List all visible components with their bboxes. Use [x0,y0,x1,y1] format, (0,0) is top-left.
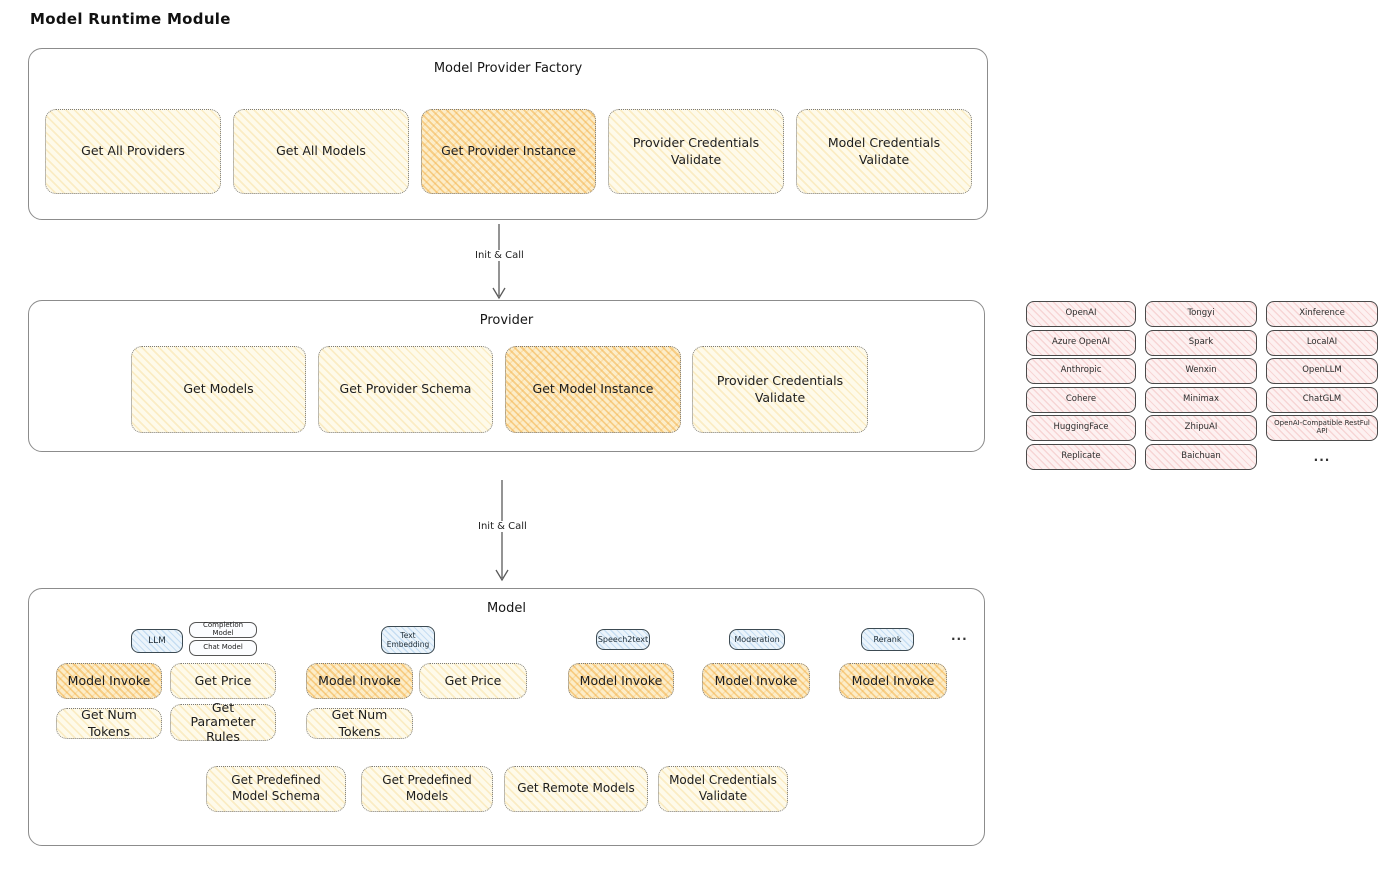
factory-frame: Model Provider Factory Get All Providers… [28,44,991,223]
provider-chip-openai-compatible: OpenAI-Compatible RestFul API [1266,415,1378,441]
provider-chip-wenxin: Wenxin [1145,358,1257,384]
provider-chip-spark: Spark [1145,329,1257,356]
node-get-remote-models: Get Remote Models [504,766,648,812]
model-frame: Model LLM Completion Model Chat Model Te… [20,588,993,861]
provider-chip-baichuan: Baichuan [1145,443,1257,470]
provider-chip-chatglm: ChatGLM [1266,386,1378,413]
provider-chip-azure-openai: Azure OpenAI [1026,329,1136,356]
provider-chip-huggingface: HuggingFace [1026,415,1136,441]
node-get-model-instance: Get Model Instance [505,346,681,433]
node-moderation-model-invoke: Model Invoke [702,663,810,699]
arrow-label-init-call-2: Init & Call [474,521,531,532]
node-get-provider-instance: Get Provider Instance [421,109,596,194]
node-get-all-models: Get All Models [233,109,409,194]
provider-chip-zhipuai: ZhipuAI [1145,415,1257,441]
node-provider-credentials-validate: Provider Credentials Validate [608,109,784,194]
provider-grid-ellipsis: ... [1313,449,1331,464]
node-get-predefined-models: Get Predefined Models [361,766,493,812]
arrow-factory-to-provider [492,224,506,300]
node-provider-credentials-validate-2: Provider Credentials Validate [692,346,868,433]
provider-chip-minimax: Minimax [1145,386,1257,413]
node-model-credentials-validate: Model Credentials Validate [796,109,972,194]
provider-title: Provider [479,313,534,328]
provider-chip-openllm: OpenLLM [1266,358,1378,384]
node-get-models: Get Models [131,346,306,433]
node-get-provider-schema: Get Provider Schema [318,346,493,433]
node-embedding-get-num-tokens: Get Num Tokens [306,707,413,739]
tag-moderation: Moderation [729,629,785,650]
node-speech2text-model-invoke: Model Invoke [568,663,674,699]
node-embedding-model-invoke: Model Invoke [306,663,413,699]
arrow-label-init-call-1: Init & Call [471,250,528,261]
node-llm-get-price: Get Price [170,663,276,699]
tag-text-embedding: Text Embedding [381,626,435,654]
model-title: Model [486,601,527,616]
provider-chip-cohere: Cohere [1026,386,1136,413]
node-llm-get-parameter-rules: Get Parameter Rules [170,700,276,743]
provider-chip-xinference: Xinference [1266,301,1378,327]
tag-speech2text: Speech2text [596,629,650,650]
provider-chip-localai: LocalAI [1266,329,1378,356]
node-get-all-providers: Get All Providers [45,109,221,194]
factory-title: Model Provider Factory [433,61,583,76]
tag-chat-model: Chat Model [189,640,257,656]
diagram-title: Model Runtime Module [30,10,231,28]
node-rerank-model-invoke: Model Invoke [839,663,947,699]
provider-chip-grid: OpenAI Azure OpenAI Anthropic Cohere Hug… [1026,301,1378,470]
tag-rerank: Rerank [861,628,914,651]
node-embedding-get-price: Get Price [419,663,527,699]
model-tags-ellipsis: ... [951,629,968,643]
node-get-predefined-model-schema: Get Predefined Model Schema [206,766,346,812]
tag-llm: LLM [131,629,183,653]
provider-chip-tongyi: Tongyi [1145,301,1257,327]
provider-chip-anthropic: Anthropic [1026,358,1136,384]
node-llm-model-invoke: Model Invoke [56,663,162,699]
node-llm-get-num-tokens: Get Num Tokens [56,707,162,739]
tag-completion-model: Completion Model [189,621,257,638]
node-model-credentials-validate-2: Model Credentials Validate [658,766,788,812]
provider-chip-openai: OpenAI [1026,301,1136,327]
provider-chip-replicate: Replicate [1026,443,1136,470]
provider-frame: Provider Get Models Get Provider Schema … [20,300,993,467]
